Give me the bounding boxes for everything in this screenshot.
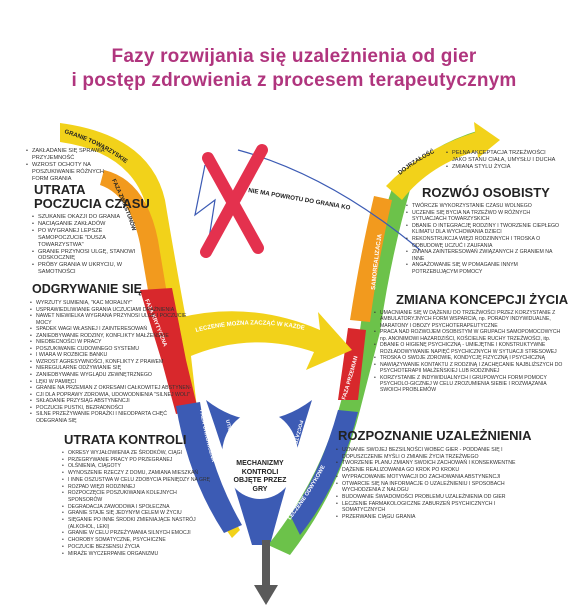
list-item: GRANIE PRZYNOSI ULGĘ, STANOWI ODSKOCZNIĘ	[32, 249, 142, 263]
list-item: ZMIANA STYLU ŻYCIA	[446, 164, 556, 171]
list-item: PRZERWANIE CIĄGU GRANIA	[336, 514, 536, 521]
right-band-blue	[290, 410, 358, 535]
list-item: DEGRADACJA ZAWODOWA I SPOŁECZNA	[62, 504, 212, 511]
list-item: WZROST AGRESYWNOŚCI, KONFLIKTY Z PRAWEM	[30, 359, 195, 366]
list-item: NIEREGULARNE ODŻYWIANIE SIĘ	[30, 365, 195, 372]
list-item: KORZYSTANIE Z INDYWIDUALNYCH I GRUPOWYCH…	[374, 375, 564, 394]
list-item: GRANIE NA PRZEMIAN Z OKRESAMI CAŁKOWITEJ…	[30, 385, 195, 392]
list-item: NACIĄGANIE ZAKŁADÓW	[32, 221, 142, 228]
lightning-line	[194, 164, 216, 246]
list-rozwoj: TWÓRCZE WYKORZYSTANIE CZASU WOLNEGO UCZE…	[406, 203, 564, 276]
treatment-arrow	[178, 311, 352, 370]
down-arrow	[254, 540, 278, 605]
list-item: ZMIANA ZAINTERESOWAŃ ZWIĄZANYCH Z GRANIE…	[406, 249, 564, 262]
list-item: POSZUKIWANIE CUDOWNEGO SYSTEMU	[30, 346, 195, 353]
list-item: OLŚNIENIA, CIĄGOTY	[62, 463, 212, 470]
list-item: PRÓBY GRANIA W UKRYCIU, W SAMOTNOŚCI	[32, 262, 142, 276]
right-band-red	[338, 328, 366, 400]
heading-line: POCZUCIA CZASU	[34, 196, 150, 211]
list-item: DBANIE O INTEGRACJĘ RODZINY I TWORZENIE …	[406, 223, 564, 236]
cross-icon	[200, 144, 268, 258]
list-item: UZNANIE SWOJEJ BEZSILNOŚCI WOBEC GIER - …	[336, 447, 536, 460]
list-item: SIĘGANIE PO INNE ŚRODKI ZMIENIAJĄCE NAST…	[62, 517, 212, 530]
list-item: SILNE PRZEŻYWANIE PORAŻKI I NIEODPARTA C…	[30, 411, 195, 424]
list-item: PO WYGRANEJ LEPSZE SAMOPOCZUCIE "DUSZA T…	[32, 228, 142, 249]
list-item: TWORZENIE PLANU ZMIANY SWOICH ZACHOWAŃ I…	[336, 460, 536, 473]
list-item: I WIARA W ROZBICIE BANKU	[30, 352, 195, 359]
list-item: BUDOWANIE ŚWIADOMOŚCI PROBLEMU UZALEŻNIE…	[336, 494, 536, 501]
list-item: ZAKŁADANIE SIĘ SPRAWIA PRZYJEMNOŚĆ	[26, 148, 106, 162]
list-item: OTWARCIE SIĘ NA INFORMACJE O UZALEŻNIENI…	[336, 481, 536, 494]
title-line-1: Fazy rozwijania się uzależnienia od gier	[111, 46, 477, 67]
list-item: WYPRACOWANIE MOTYWACJI DO ZACHOWANIA ABS…	[336, 474, 536, 481]
list-item: CHOROBY SOMATYCZNE, PSYCHICZNE	[62, 537, 212, 544]
list-item: TROSKA O SWOJE ZDROWIE, KONDYCJĘ FIZYCZN…	[374, 355, 564, 362]
list-item: DBANIE O HIGIENĘ PSYCHICZNĄ - UMIEJĘTNE …	[374, 342, 564, 355]
list-item: POCZUCIE PUSTKI, BEZRADNOŚCI	[30, 405, 195, 412]
list-item: ROZPOCZĘCIE POSZUKIWANIA KOLEJNYCH SPONS…	[62, 490, 212, 503]
list-top-right-intro: PEŁNA AKCEPTACJA TRZEŹWOŚCI JAKO STANU C…	[446, 150, 556, 171]
list-item: WZROST OCHOTY NA POSZUKIWANIE RÓŻNYCH FO…	[26, 162, 106, 183]
list-item: UMACNIANIE SIĘ W DĄŻENIU DO TRZEŹWOŚCI P…	[374, 310, 564, 329]
list-item: SZUKANIE OKAZJI DO GRANIA	[32, 214, 142, 221]
center-mechanisms-text: MECHANIZMY KONTROLI OBJĘTE PRZEZ GRY	[233, 460, 287, 493]
list-item: WYNOSZENIE RZECZY Z DOMU, ZAMIANA MIESZK…	[62, 470, 212, 477]
list-item: PRACA NAD ROZWOJEM OSOBISTYM W GRUPACH S…	[374, 329, 564, 342]
list-item: GRANIE STAJE SIĘ JEDYNYM CELEM W ŻYCIU	[62, 510, 212, 517]
list-odgrywanie: WYRZUTY SUMIENIA, "KAC MORALNY" USPRAWIE…	[30, 300, 195, 424]
left-band-orange	[100, 170, 168, 302]
title-line-2: i postęp zdrowienia z procesem terapeuty…	[71, 70, 517, 91]
list-item: OKRESY WYJAŁOWIENIA ZE ŚRODKÓW, CIĄGI	[62, 450, 212, 457]
list-item: SPADEK WAGI WŁASNEJ I ZAINTERESOWAŃ	[30, 326, 195, 333]
list-item: I INNE OSZUSTWA W CELU ZDOBYCIA PIENIĘDZ…	[62, 477, 212, 484]
list-zmiana: UMACNIANIE SIĘ W DĄŻENIU DO TRZEŹWOŚCI P…	[374, 310, 564, 394]
heading-utrata-czasu: UTRATA POCZUCIA CZASU	[34, 183, 150, 211]
list-utrata-czasu: SZUKANIE OKAZJI DO GRANIA NACIĄGANIE ZAK…	[32, 214, 142, 276]
heading-utrata-kontroli: UTRATA KONTROLI	[64, 432, 187, 447]
center-oval	[222, 411, 298, 499]
list-item: TWÓRCZE WYKORZYSTANIE CZASU WOLNEGO	[406, 203, 564, 210]
list-item: NAWET NIEWIELKA WYGRANA PRZYNOSI ULGĘ I …	[30, 313, 195, 326]
list-item: PEŁNA AKCEPTACJA TRZEŹWOŚCI JAKO STANU C…	[446, 150, 556, 164]
heading-odgrywanie: ODGRYWANIE SIĘ	[32, 282, 142, 296]
list-utrata-kontroli: OKRESY WYJAŁOWIENIA ZE ŚRODKÓW, CIĄGI PR…	[62, 450, 212, 557]
list-item: NIEOBECNOŚCI W PRACY	[30, 339, 195, 346]
list-item: ZANIEDBYWANIE WYGLĄDU ZEWNĘTRZNEGO	[30, 372, 195, 379]
list-item: CJI DLA POPRAWY ZDROWIA, UDOWODNIENIA "S…	[30, 392, 195, 399]
list-top-left-intro: ZAKŁADANIE SIĘ SPRAWIA PRZYJEMNOŚĆ WZROS…	[26, 148, 106, 183]
list-item: WYRZUTY SUMIENIA, "KAC MORALNY"	[30, 300, 195, 307]
right-band-orange	[350, 196, 392, 322]
heading-rozwoj: ROZWÓJ OSOBISTY	[422, 185, 550, 200]
list-item: ANGAŻOWANIE SIĘ W POMAGANIE INNYM POTRZE…	[406, 262, 564, 275]
heading-rozpoznanie: ROZPOZNANIE UZALEŻNIENIA	[338, 428, 532, 443]
list-rozpoznanie: UZNANIE SWOJEJ BEZSILNOŚCI WOBEC GIER - …	[336, 447, 536, 521]
list-item: USPRAWIEDLIWIANIE GRANIA UCZUCIAMI DRAŻN…	[30, 307, 195, 314]
list-item: LĘKI W PAMIĘCI	[30, 379, 195, 386]
list-item: NAWIĄZYWANIE KONTAKTU Z RODZINĄ I ZACHĘC…	[374, 362, 564, 375]
right-arrowhead	[474, 122, 500, 158]
right-band-yellow	[386, 132, 480, 200]
heading-zmiana: ZMIANA KONCEPCJI ŻYCIA	[396, 292, 569, 307]
heading-line: UTRATA	[34, 182, 86, 197]
list-item: LECZENIE FARMAKOLOGICZNE ZABURZEŃ PSYCHI…	[336, 501, 536, 514]
list-item: PRZEGRYWANIE PRACY PO PRZEGRANEJ	[62, 457, 212, 464]
list-item: UCZENIE SIĘ BYCIA NA TRZEŹWO W RÓŻNYCH S…	[406, 210, 564, 223]
list-item: POCZUCIE BEZSENSU ŻYCIA	[62, 544, 212, 551]
list-item: SKŁADANIE PRZYSIĄG ABSTYNENCJI	[30, 398, 195, 405]
list-item: GRANIE W CELU PRZEŻYWANIA SILNYCH EMOCJI	[62, 530, 212, 537]
list-item: MIRAŻE WYCZERPANIE ORGANIZMU	[62, 551, 212, 558]
list-item: ROZPAD WIĘZI RODZINNEJ	[62, 484, 212, 491]
list-item: ZANIEDBYWANIE RODZINY, KONFLIKTY MAŁŻEŃS…	[30, 333, 195, 340]
list-item: REKONSTRUKCJA WIĘZI RODZINNYCH I TROSKA …	[406, 236, 564, 249]
